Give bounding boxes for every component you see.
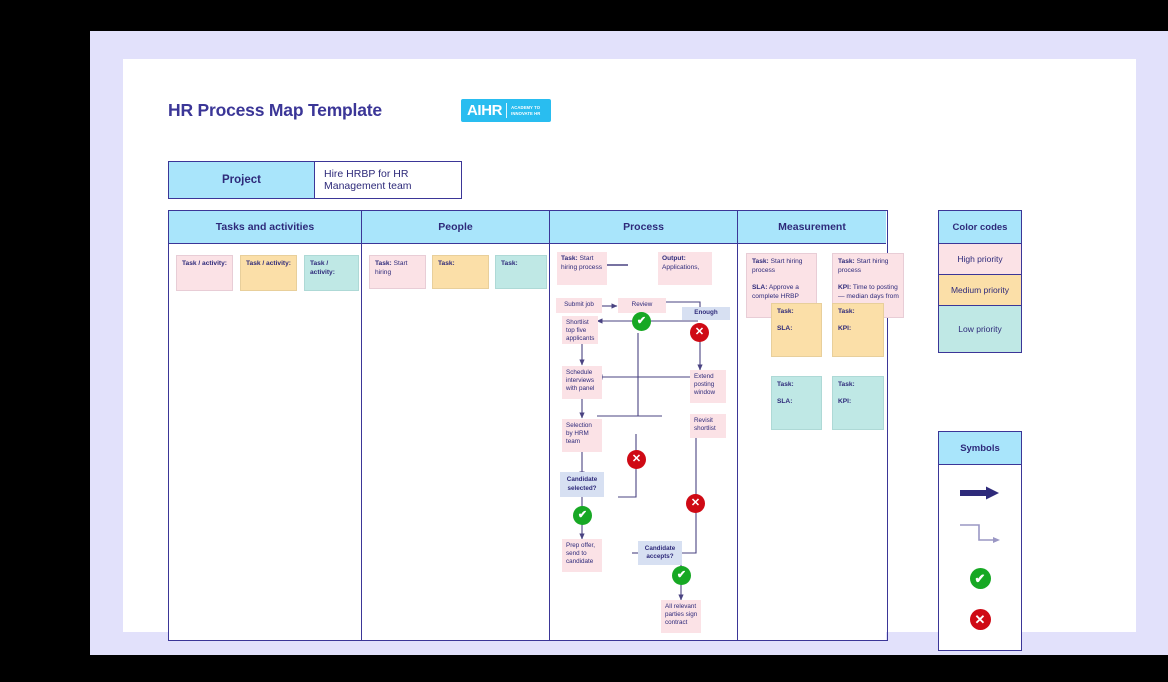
logo-divider [506, 103, 508, 118]
column-tasks-and-activities: Tasks and activities Task / activity: Ta… [169, 211, 362, 640]
task-activity-card-medium[interactable]: Task / activity: [240, 255, 297, 291]
process-map-grid: Tasks and activities Task / activity: Ta… [168, 210, 904, 641]
legend-high-priority: High priority [939, 244, 1021, 275]
flow-node-enough[interactable]: Enough [682, 307, 730, 320]
kpi-task-value-1: Start hiring process [838, 258, 889, 274]
flow-node-candidate-selected[interactable]: Candidate selected? [560, 472, 604, 497]
task-activity-card-low[interactable]: Task / activity: [304, 255, 359, 291]
sla-task-label-3: Task: [777, 381, 794, 388]
column-body-people: Task: Start hiring Task: Task: [362, 244, 549, 640]
elbow-arrow-icon [960, 524, 1000, 544]
task-activity-label-1: Task / activity: [182, 260, 227, 267]
column-header-process: Process [550, 211, 737, 244]
project-value-field[interactable]: Hire HRBP for HR Management team [315, 162, 461, 198]
kpi-task-label-1: Task: [838, 258, 855, 265]
measurement-sla-card-low[interactable]: Task: SLA: [771, 376, 822, 430]
column-header-tasks: Tasks and activities [169, 211, 361, 244]
column-process: Process [550, 211, 738, 640]
flow-node-selection-hrm[interactable]: Selection by HRM team [562, 419, 602, 452]
symbols-header: Symbols [939, 432, 1021, 465]
measurement-kpi-card-low[interactable]: Task: KPI: [832, 376, 884, 430]
check-circle-icon-accepts-yes: ✔ [672, 566, 691, 585]
cross-circle-icon-enough-no: ✕ [690, 323, 709, 342]
people-card-medium[interactable]: Task: [432, 255, 489, 289]
column-body-tasks: Task / activity: Task / activity: Task /… [169, 244, 361, 640]
kpi-task-label-3: Task: [838, 381, 855, 388]
check-circle-icon-selected-yes: ✔ [573, 506, 592, 525]
symbols-panel: Symbols ✔ ✕ [938, 431, 1022, 651]
page-background: HR Process Map Template AIHR ACADEMY TO … [90, 31, 1168, 655]
measurement-sla-card-medium[interactable]: Task: SLA: [771, 303, 822, 357]
project-label: Project [169, 162, 315, 198]
people-label-1: Task: [375, 260, 392, 267]
flow-node-revisit-shortlist[interactable]: Revisit shortlist [690, 414, 726, 438]
process-card-output-label: Output: [662, 255, 686, 262]
people-value-1: Start hiring [375, 260, 408, 276]
color-codes-panel: Color codes High priority Medium priorit… [938, 210, 1022, 353]
column-measurement: Measurement Task: Start hiring process S… [738, 211, 904, 640]
sla-task-label-2: Task: [777, 308, 794, 315]
people-label-2: Task: [438, 260, 455, 267]
process-card-task-value: Start hiring process [561, 255, 603, 271]
column-people: People Task: Start hiring Task: Task: [362, 211, 550, 640]
logo-tagline: ACADEMY TO INNOVATE HR [511, 105, 540, 116]
flow-node-prep-offer[interactable]: Prep offer, send to candidate [562, 539, 602, 572]
process-card-task-label: Task: [561, 255, 578, 262]
project-row: Project Hire HRBP for HR Management team [168, 161, 462, 199]
process-flow-diagram: Task: Start hiring process Output: Appli… [550, 244, 737, 640]
legend-low-priority: Low priority [939, 306, 1021, 352]
template-card: HR Process Map Template AIHR ACADEMY TO … [123, 59, 1136, 651]
cross-circle-icon-accepts-no: ✕ [686, 494, 705, 513]
task-activity-label-2: Task / activity: [246, 260, 291, 267]
logo-tagline-line2: INNOVATE HR [511, 110, 541, 116]
sla-task-value-1: Start hiring process [752, 258, 803, 274]
logo-tagline-line1: ACADEMY TO [511, 104, 541, 110]
kpi-metric-label-2: KPI: [838, 325, 852, 333]
flow-node-shortlist[interactable]: Shortlist top five applicants [562, 316, 598, 344]
column-body-process: Task: Start hiring process Output: Appli… [550, 244, 737, 640]
sla-metric-label-3: SLA: [777, 398, 793, 406]
task-activity-label-3: Task / activity: [310, 260, 335, 276]
flow-node-submit-job[interactable]: Submit job [556, 298, 602, 313]
color-codes-header: Color codes [939, 211, 1021, 244]
aihr-logo: AIHR ACADEMY TO INNOVATE HR [461, 99, 551, 122]
flow-node-schedule-interviews[interactable]: Schedule interviews with panel [562, 366, 602, 399]
process-card-output[interactable]: Output: Applications, [658, 252, 712, 285]
logo-wordmark: AIHR [467, 102, 503, 119]
task-activity-card-high[interactable]: Task / activity: [176, 255, 233, 291]
column-header-measurement: Measurement [738, 211, 886, 244]
column-header-people: People [362, 211, 549, 244]
people-card-high[interactable]: Task: Start hiring [369, 255, 426, 289]
column-body-measurement: Task: Start hiring process SLA: Approve … [738, 244, 904, 640]
sla-metric-label-2: SLA: [777, 325, 793, 333]
people-card-low[interactable]: Task: [495, 255, 547, 289]
measurement-kpi-card-medium[interactable]: Task: KPI: [832, 303, 884, 357]
kpi-metric-label-3: KPI: [838, 398, 852, 406]
kpi-metric-value-1: Time to posting — median days from [838, 284, 899, 300]
kpi-metric-label-1: KPI: [838, 284, 852, 292]
cross-circle-icon-selection-no: ✕ [627, 450, 646, 469]
symbols-body: ✔ ✕ [939, 465, 1021, 650]
flow-node-candidate-accepts[interactable]: Candidate accepts? [638, 541, 682, 565]
solid-arrow-icon [960, 486, 999, 500]
cross-circle-icon: ✕ [969, 608, 991, 630]
kpi-task-label-2: Task: [838, 308, 855, 315]
sla-metric-label-1: SLA: [752, 284, 768, 292]
process-card-output-value: Applications, [662, 263, 700, 271]
page-title: HR Process Map Template [168, 100, 382, 120]
sla-task-label-1: Task: [752, 258, 769, 265]
flow-node-extend-posting-window[interactable]: Extend posting window [690, 370, 726, 403]
check-circle-icon: ✔ [969, 567, 991, 589]
flow-node-review[interactable]: Review [618, 298, 666, 313]
process-card-task[interactable]: Task: Start hiring process [557, 252, 607, 285]
flow-node-sign-contract[interactable]: All relevant parties sign contract [661, 600, 701, 633]
check-circle-icon-enough-yes: ✔ [632, 312, 651, 331]
legend-medium-priority: Medium priority [939, 275, 1021, 306]
people-label-3: Task: [501, 260, 518, 267]
sla-metric-value-1: Approve a complete HRBP [752, 284, 799, 300]
